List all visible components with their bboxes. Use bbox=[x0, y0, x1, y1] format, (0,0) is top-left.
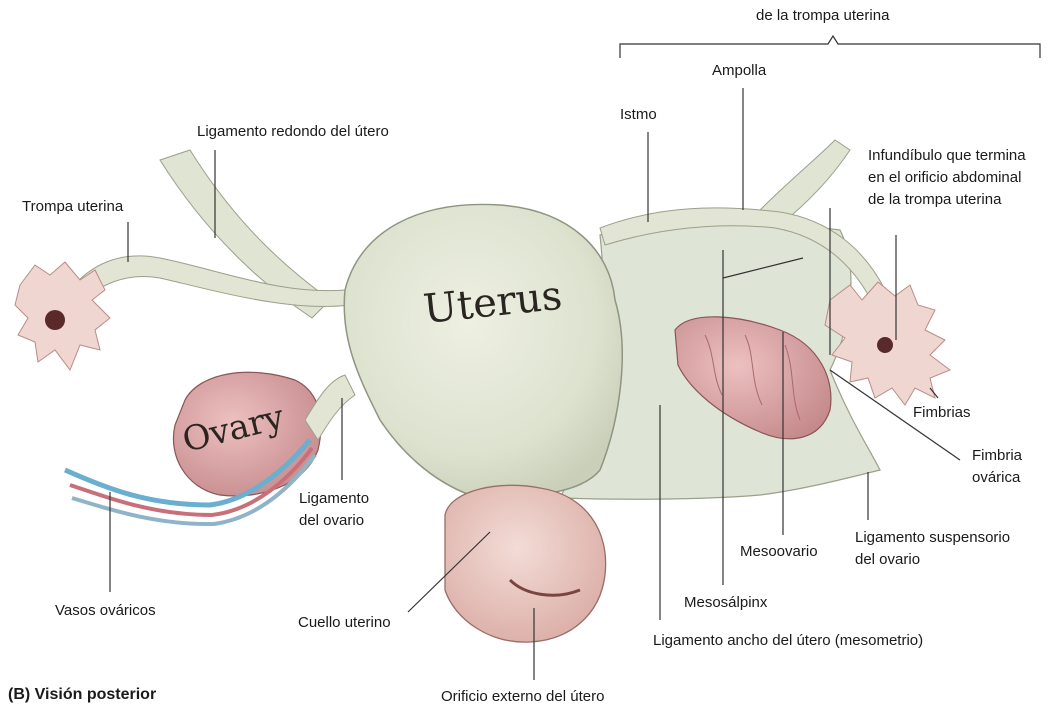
label-tube-header: de la trompa uterina bbox=[756, 5, 889, 27]
right-tube-ostium bbox=[877, 337, 893, 353]
label-ligamento-ovario: Ligamento del ovario bbox=[299, 488, 369, 532]
figure-caption: (B) Visión posterior bbox=[8, 684, 156, 706]
label-ligamento-ancho: Ligamento ancho del útero (mesometrio) bbox=[653, 630, 923, 652]
cervix bbox=[445, 485, 606, 642]
label-mesosalpinx: Mesosálpinx bbox=[684, 592, 767, 614]
label-fimbria-ovarica: Fimbria ovárica bbox=[972, 445, 1022, 489]
label-trompa-uterina: Trompa uterina bbox=[22, 196, 123, 218]
label-cuello-uterino: Cuello uterino bbox=[298, 612, 391, 634]
left-tube-ostium bbox=[45, 310, 65, 330]
label-orificio-externo: Orificio externo del útero bbox=[441, 686, 604, 708]
label-ligamento-suspensorio: Ligamento suspensorio del ovario bbox=[855, 527, 1010, 571]
tube-brace bbox=[620, 36, 1040, 58]
label-vasos-ovaricos: Vasos ováricos bbox=[55, 600, 156, 622]
label-fimbrias: Fimbrias bbox=[913, 402, 971, 424]
ovarian-ligament-shape bbox=[305, 375, 355, 440]
label-istmo: Istmo bbox=[620, 104, 657, 126]
left-tube-shape bbox=[70, 256, 350, 307]
label-infundibulo: Infundíbulo que termina en el orificio a… bbox=[868, 145, 1026, 211]
uterus-body bbox=[344, 204, 622, 496]
label-mesoovario: Mesoovario bbox=[740, 541, 818, 563]
label-ampolla: Ampolla bbox=[712, 60, 766, 82]
label-ligamento-redondo: Ligamento redondo del útero bbox=[197, 121, 389, 143]
